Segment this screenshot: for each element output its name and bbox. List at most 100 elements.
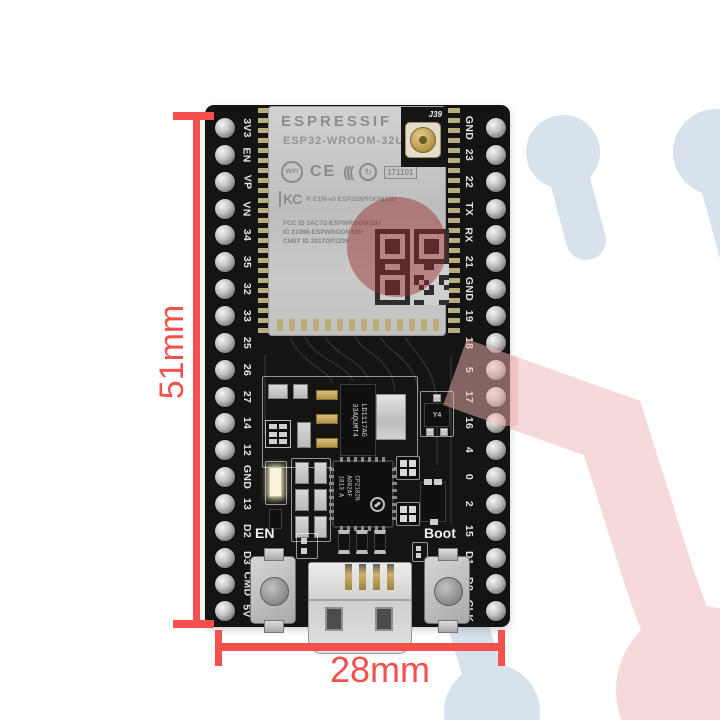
usb-shell-slot bbox=[325, 607, 343, 631]
pin-label: TX bbox=[463, 201, 475, 216]
pin-hole bbox=[485, 251, 507, 274]
regulator-pin bbox=[316, 390, 338, 400]
module-fcc-block: FCC ID 2AC7Z-ESPWROOM32U IC 21098-ESPWRO… bbox=[283, 219, 381, 246]
pin-hole bbox=[214, 546, 236, 569]
pin-hole bbox=[485, 143, 507, 166]
usb-shell-slot bbox=[375, 607, 393, 631]
pin-label: 4 bbox=[462, 447, 475, 454]
pin-label: 2 bbox=[462, 500, 475, 507]
pin-hole bbox=[214, 573, 236, 596]
en-button bbox=[250, 548, 296, 633]
pin-label: GND bbox=[463, 276, 476, 302]
pin-label: 14 bbox=[241, 417, 253, 430]
pin-hole bbox=[214, 117, 236, 139]
height-dimension-bottom-cap bbox=[173, 620, 214, 628]
usb-pin bbox=[373, 564, 380, 590]
chip-logo-icon bbox=[370, 497, 385, 512]
smd-capacitor bbox=[338, 530, 350, 554]
boot-silkscreen-label: Boot bbox=[424, 525, 456, 541]
pin-label: 21 bbox=[463, 256, 475, 269]
qr-code bbox=[375, 229, 449, 305]
pin-hole bbox=[214, 224, 236, 247]
transistor-leg bbox=[440, 428, 448, 436]
pin-label: 3V3 bbox=[241, 118, 253, 138]
pin-label: EN bbox=[241, 147, 253, 163]
width-dimension-right-cap bbox=[498, 630, 505, 666]
module-brand: ESPRESSIF bbox=[281, 113, 393, 130]
watermark-red-circle bbox=[347, 197, 447, 297]
pin-hole bbox=[485, 466, 507, 489]
transistor bbox=[420, 479, 446, 525]
pin-hole bbox=[485, 358, 507, 381]
regulator-marking-2: 33AQUMT4 bbox=[349, 403, 358, 437]
fcc-line-1: FCC ID 2AC7Z-ESPWROOM32U bbox=[283, 220, 381, 227]
module-kc-row: KC R C1M-e5 ESP32WROOM32U bbox=[279, 191, 396, 207]
smd-capacitor bbox=[297, 422, 311, 448]
width-dimension-line bbox=[215, 643, 505, 651]
pin-hole bbox=[485, 439, 507, 462]
smd-capacitor bbox=[293, 384, 308, 399]
usb-bridge-marking-3: 1813 A bbox=[337, 475, 345, 497]
fcc-line-3: CMIIT ID 2017DP1299 bbox=[283, 238, 349, 245]
smd-capacitor bbox=[374, 530, 386, 554]
small-part-box bbox=[296, 533, 318, 559]
pin-hole bbox=[485, 600, 507, 623]
pin-label: 18 bbox=[463, 336, 475, 349]
voltage-regulator-chip: LD1117AG 33AQUMT4 bbox=[340, 384, 376, 456]
pin-label: 34 bbox=[241, 229, 253, 242]
boot-button bbox=[424, 548, 470, 633]
micro-usb-connector bbox=[308, 562, 412, 654]
usb-pin bbox=[345, 564, 352, 590]
pin-hole bbox=[214, 278, 236, 301]
ufl-connector bbox=[405, 122, 441, 158]
recycle-mark-icon: ↻ bbox=[359, 163, 378, 181]
usb-uart-chip: CP2102N A002AF 1813 A bbox=[329, 457, 397, 531]
usb-bridge-marking-2: A002AF bbox=[345, 475, 353, 497]
esp32-wroom-module: ESPRESSIF ESP32-WROOM-32U WiFi CE ((( ↻ … bbox=[268, 106, 449, 336]
pin-hole bbox=[485, 224, 507, 247]
pin-hole bbox=[214, 170, 236, 193]
pin-hole bbox=[214, 304, 236, 327]
regulator-marking-1: LD1117AG bbox=[358, 403, 367, 437]
module-model: ESP32-WROOM-32U bbox=[283, 135, 405, 147]
usb-pin bbox=[387, 564, 394, 590]
jumper-pads-2x2 bbox=[396, 502, 420, 526]
pin-hole bbox=[214, 358, 236, 381]
pin-hole bbox=[214, 600, 236, 623]
en-button-cap bbox=[260, 577, 289, 606]
pin-hole bbox=[485, 170, 507, 193]
pin-hole bbox=[485, 546, 507, 569]
pin-label: GND bbox=[463, 115, 476, 141]
pin-label: 22 bbox=[463, 175, 475, 188]
pin-label: 32 bbox=[241, 282, 253, 296]
pin-label: 5 bbox=[462, 366, 475, 373]
esp32-devkit-board: ESPRESSIF ESP32-WROOM-32U WiFi CE ((( ↻ … bbox=[205, 105, 510, 654]
cert-number: 171101 bbox=[384, 165, 417, 179]
fcc-line-2: IC 21098-ESPWROOM32U bbox=[283, 229, 363, 236]
pin-label: 23 bbox=[463, 148, 475, 161]
smd-capacitor bbox=[356, 530, 368, 554]
height-dimension-line bbox=[193, 112, 200, 628]
watermark-pink-trace bbox=[443, 339, 720, 720]
pin-hole bbox=[485, 385, 507, 408]
pin-label: 12 bbox=[241, 444, 253, 457]
usb-pin bbox=[359, 564, 366, 590]
pin-label: VP bbox=[240, 174, 253, 189]
pin-hole bbox=[214, 439, 236, 462]
smd-resistor bbox=[269, 509, 282, 529]
pin-label: 15 bbox=[463, 524, 475, 537]
module-bottom-castellations bbox=[277, 319, 439, 331]
pin-label: RX bbox=[463, 227, 475, 243]
pin-hole bbox=[214, 251, 236, 274]
pin-hole bbox=[214, 519, 236, 542]
power-led bbox=[269, 467, 282, 497]
pin-label: 0 bbox=[462, 473, 475, 481]
height-dimension-top-cap bbox=[173, 112, 214, 120]
jumper-pads-2x2 bbox=[396, 456, 420, 480]
kc-cert-text: R C1M-e5 ESP32WROOM32U bbox=[306, 195, 397, 203]
width-dimension-label: 28mm bbox=[329, 649, 431, 690]
pin-hole bbox=[485, 519, 507, 542]
pin-hole bbox=[485, 331, 507, 354]
usb-bridge-marking-1: CP2102N bbox=[353, 475, 361, 501]
pin-label: 35 bbox=[241, 256, 253, 269]
